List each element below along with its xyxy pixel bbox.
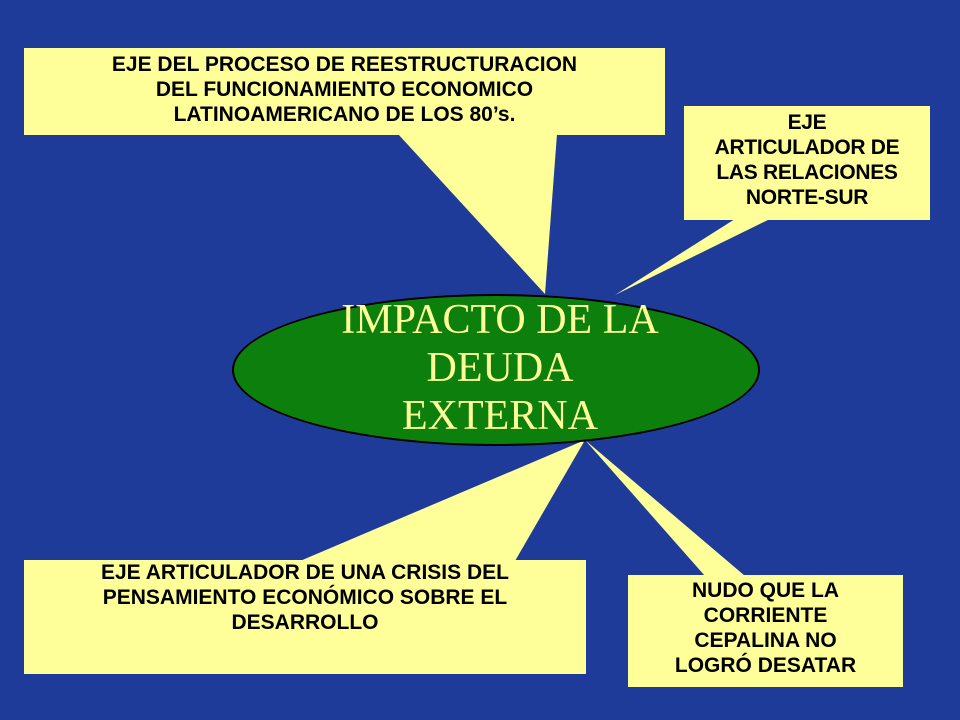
right-callout-pointer [615,219,770,295]
callout-right: EJE ARTICULADOR DE LAS RELACIONES NORTE-… [684,106,930,220]
callout-bottom-right: NUDO QUE LA CORRIENTE CEPALINA NO LOGRÓ … [628,575,903,687]
callout-top: EJE DEL PROCESO DE REESTRUCTURACION DEL … [24,48,665,135]
bottom-right-callout-pointer [585,440,745,576]
top-callout-pointer [398,134,557,294]
callout-bottom-left: EJE ARTICULADOR DE UNA CRISIS DEL PENSAM… [24,560,586,674]
bottom-left-callout-pointer [300,440,585,561]
center-title: IMPACTO DE LA DEUDA EXTERNA [341,297,659,439]
center-ellipse [232,294,760,446]
